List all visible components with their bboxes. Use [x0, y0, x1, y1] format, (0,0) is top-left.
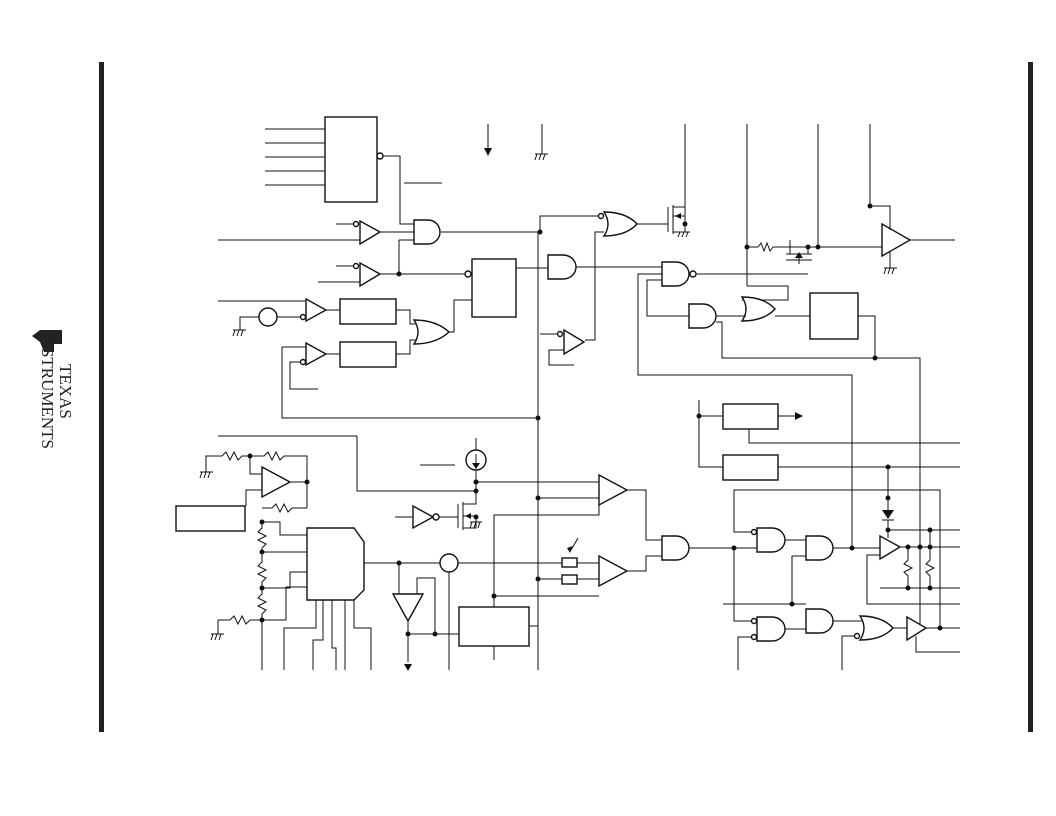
right-border-bar [1028, 62, 1033, 732]
control-block-right [809, 292, 921, 628]
nand-gate [637, 261, 853, 548]
schmitt-buffer-5 [540, 328, 586, 366]
and-gate-2 [547, 254, 662, 280]
resistor-ladder [210, 502, 307, 670]
or-gate-right [716, 296, 810, 322]
and-gate-5 [733, 489, 941, 628]
mosfet-top [667, 124, 690, 238]
comparator-1 [535, 473, 662, 541]
current-source-center [420, 438, 599, 494]
or-gate-bottom [841, 615, 907, 670]
schmitt-buffer-4 [282, 341, 340, 390]
buffer-output-bottom [906, 615, 960, 653]
left-border-bar [99, 62, 104, 732]
and-gate-8 [805, 608, 862, 634]
mosfet-bottom [457, 491, 482, 530]
schmitt-buffer-3 [299, 297, 340, 323]
block-right-2 [722, 454, 960, 481]
delay-block-1 [339, 298, 418, 325]
ti-logo-icon [32, 330, 62, 352]
driver-right [866, 527, 960, 605]
or-gate-top [537, 211, 668, 341]
inverter-left [395, 504, 458, 530]
texas-instruments-logo: TEXAS INSTRUMENTS [32, 330, 75, 449]
and-gate-6 [791, 535, 880, 604]
comparator-top-right [867, 124, 955, 275]
schmitt-buffer-1 [218, 219, 414, 246]
latch-block [471, 258, 548, 318]
logic-block-bottom [458, 606, 530, 647]
and-gate-1 [413, 219, 540, 245]
reference-block-left [175, 505, 246, 532]
diode-right [882, 467, 960, 538]
delay-block-2 [339, 339, 418, 368]
buffer-down [391, 563, 459, 671]
mosfet-right [742, 240, 812, 301]
opamp-left [199, 435, 357, 508]
logo-line-2: INSTRUMENTS [38, 330, 57, 449]
wire-493 [493, 498, 600, 596]
wire-357 [356, 436, 476, 492]
and-gate-3 [688, 303, 875, 359]
signal-arrow-top [484, 124, 492, 156]
resistor-top-right [744, 124, 882, 286]
and-gate-4 [661, 535, 757, 561]
current-source-left [218, 300, 305, 337]
ground-symbol-top [534, 124, 548, 161]
logo-line-1: TEXAS [56, 364, 75, 419]
or-gate-left [412, 299, 472, 345]
mux-block-bottom [283, 527, 440, 670]
mux-block-top [265, 116, 442, 225]
and-gate-7 [723, 548, 806, 670]
schmitt-buffer-2 [318, 239, 472, 288]
feedback-wire-left [281, 347, 538, 419]
block-arrow-output [696, 400, 960, 468]
comparator-2 [494, 537, 662, 588]
